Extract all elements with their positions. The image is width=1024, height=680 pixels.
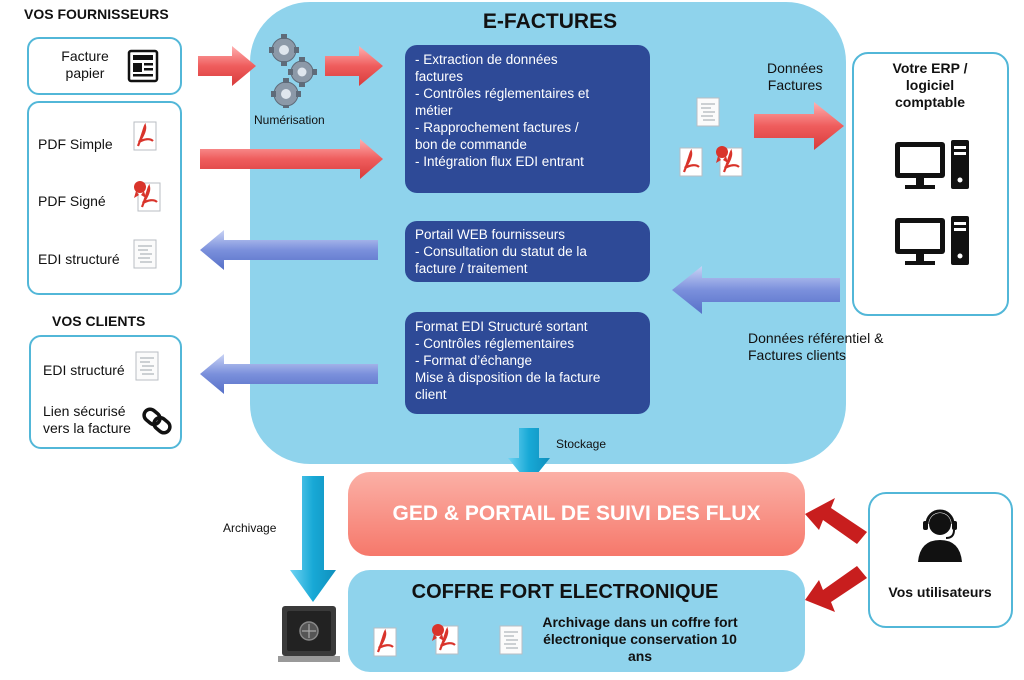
vault-description: Archivage dans un coffre fort électroniq…	[542, 614, 738, 664]
processing-line: bon de commande	[415, 137, 527, 152]
processing-line: - Intégration flux EDI entrant	[415, 154, 584, 169]
outgoing-line: - Contrôles réglementaires	[415, 336, 575, 351]
computer-icon	[895, 140, 969, 189]
ged-portal-band	[348, 472, 805, 556]
processing-line: factures	[415, 69, 464, 84]
pdf-simple-label: PDF Simple	[38, 136, 113, 152]
pdf-signed-label: PDF Signé	[38, 193, 106, 209]
signed-pdf-icon	[716, 146, 744, 178]
cyan-arrow-storage	[508, 428, 550, 484]
blue-arrow-outgoing-to-clients	[200, 354, 378, 394]
red-arrow-paper-to-gears	[198, 46, 256, 86]
link-icon	[142, 407, 172, 435]
outgoing-edi-box: Format EDI Structuré sortant - Contrôles…	[405, 312, 650, 414]
red-arrow-to-erp	[754, 102, 844, 150]
digitization-label: Numérisation	[254, 113, 325, 127]
supplier-portal-box: Portail WEB fournisseurs - Consultation …	[405, 221, 650, 282]
blue-arrow-portal-to-suppliers	[200, 230, 378, 270]
red-arrow-users-to-vault	[805, 566, 867, 612]
efactures-title: E-FACTURES	[482, 10, 618, 33]
erp-title: Votre ERP / logiciel comptable	[892, 60, 968, 110]
archiving-label: Archivage	[223, 521, 277, 535]
red-arrow-gears-to-processing	[325, 46, 383, 86]
outgoing-line: client	[415, 387, 447, 402]
pdf-icon	[678, 146, 704, 178]
user-headset-icon	[918, 509, 962, 562]
suppliers-title: VOS FOURNISSEURS	[24, 6, 169, 22]
vault-title: COFFRE FORT ELECTRONIQUE	[411, 581, 719, 603]
computer-icon	[895, 216, 969, 265]
processing-line: - Rapprochement factures /	[415, 120, 579, 135]
reference-data-label: Données référentiel & Factures clients	[748, 330, 884, 363]
edi-document-icon	[696, 97, 720, 127]
outgoing-line: Format EDI Structuré sortant	[415, 319, 588, 334]
edi-structured-label: EDI structuré	[38, 251, 120, 267]
outgoing-line: - Format d’échange	[415, 353, 533, 368]
processing-line: - Contrôles réglementaires et	[415, 86, 590, 101]
blue-arrow-erp-to-efactures	[672, 266, 840, 314]
paper-invoice-label: Facture papier	[61, 48, 109, 81]
clients-title: VOS CLIENTS	[52, 313, 146, 329]
portal-line: - Consultation du statut de la	[415, 244, 587, 259]
gears-icon	[269, 34, 317, 108]
red-arrow-pdf-to-processing	[200, 139, 383, 179]
storage-label: Stockage	[556, 437, 607, 451]
pdf-icon	[372, 626, 398, 658]
processing-line: - Extraction de données	[415, 52, 558, 67]
client-edi-label: EDI structuré	[43, 362, 125, 378]
newspaper-icon	[127, 49, 159, 83]
vault-band	[348, 570, 805, 672]
pdf-icon	[132, 120, 158, 152]
edi-document-icon	[135, 351, 159, 381]
secure-link-label: Lien sécurisé vers la facture	[43, 403, 131, 436]
users-label: Vos utilisateurs	[888, 584, 992, 600]
signed-pdf-icon	[432, 624, 460, 656]
erp-box	[852, 52, 1009, 316]
ged-portal-title: GED & PORTAIL DE SUIVI DES FLUX	[392, 502, 761, 525]
signed-pdf-icon	[134, 181, 162, 213]
safe-icon	[278, 606, 340, 662]
cyan-arrow-archiving	[290, 476, 336, 602]
portal-line: facture / traitement	[415, 261, 528, 276]
outgoing-line: Mise à disposition de la facture	[415, 370, 601, 385]
portal-line: Portail WEB fournisseurs	[415, 227, 566, 242]
invoice-data-label: Données Factures	[766, 60, 824, 93]
edi-document-icon	[499, 625, 523, 655]
edi-document-icon	[133, 239, 157, 269]
processing-line: métier	[415, 103, 453, 118]
processing-box: - Extraction de données factures - Contr…	[405, 45, 650, 193]
red-arrow-users-to-ged	[805, 498, 867, 544]
